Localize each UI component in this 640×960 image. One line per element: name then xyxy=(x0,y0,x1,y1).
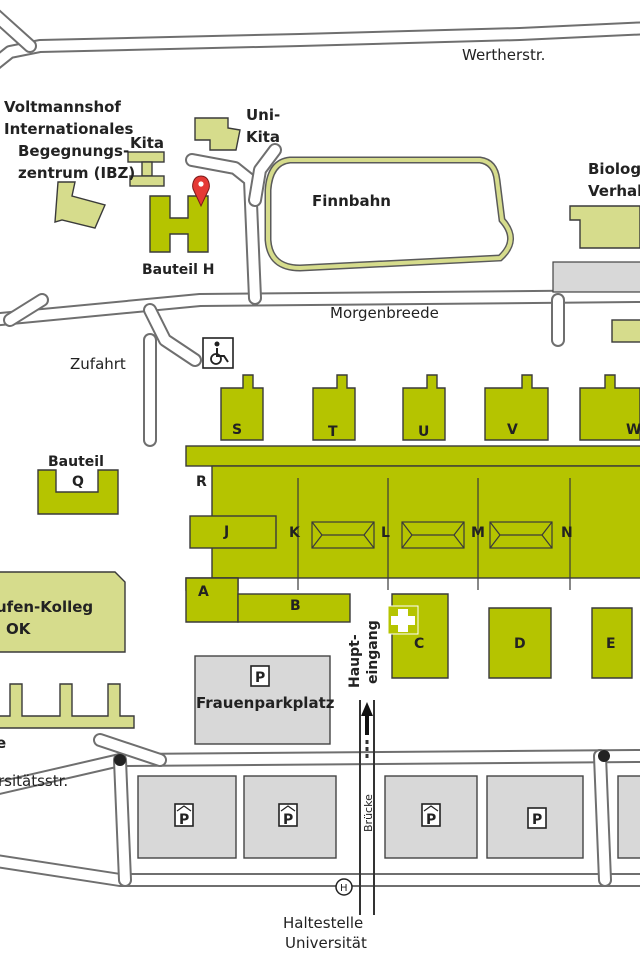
letter-k: K xyxy=(289,525,301,541)
street-zufahrt: Zufahrt xyxy=(70,355,126,373)
letter-d: D xyxy=(514,636,526,652)
street-morgenbreede: Morgenbreede xyxy=(330,304,439,322)
entrance-arrow-icon xyxy=(361,702,373,735)
label-frauenparkplatz: Frauenparkplatz xyxy=(196,694,335,712)
parking-letter: P xyxy=(283,812,293,828)
bus-stop-icon xyxy=(335,878,353,896)
parking-letter: P xyxy=(179,812,189,828)
parking-icon xyxy=(250,665,547,829)
label-kolleg-2: OK xyxy=(6,620,32,638)
label-cut-e: e xyxy=(0,734,6,752)
label-voltmannshof-1: Voltmannshof xyxy=(4,98,121,116)
label-haltestelle-2: Universität xyxy=(285,934,367,952)
label-haltestelle-1: Haltestelle xyxy=(283,914,363,932)
label-kolleg-1: ufen-Kolleg xyxy=(0,598,93,616)
map-pin-icon xyxy=(192,175,210,208)
letter-b: B xyxy=(290,598,301,614)
letter-c: C xyxy=(414,636,424,652)
light-buildings xyxy=(0,117,640,729)
letter-a: A xyxy=(198,584,209,600)
parking-letter: P xyxy=(426,812,436,828)
letter-n: N xyxy=(561,525,573,541)
label-bauteil-h: Bauteil H xyxy=(142,262,214,278)
label-voltmannshof-3: Begegnungs- xyxy=(18,142,129,160)
street-labels: Werther­str. Morgenbreede Zufahrt rsität… xyxy=(0,46,545,832)
label-finnbahn: Finnbahn xyxy=(312,192,391,210)
building-d xyxy=(488,607,552,679)
street-werther: Werther­str. xyxy=(462,46,545,64)
letter-j: J xyxy=(223,524,229,540)
street-bruecke: Brücke xyxy=(362,794,375,832)
label-bauteil-q-1: Bauteil xyxy=(48,454,104,470)
first-aid-cross-icon xyxy=(387,605,419,635)
wheelchair-icon xyxy=(202,337,234,369)
roads xyxy=(0,9,640,887)
building-r-strip xyxy=(185,445,640,467)
bus-stop-letter: H xyxy=(340,883,348,894)
building-e xyxy=(591,607,633,679)
building-v xyxy=(484,374,549,441)
label-unikita-2: Kita xyxy=(246,128,280,146)
unikita-building xyxy=(194,117,241,151)
biolog-parking xyxy=(552,261,640,293)
building-letters: S T U V W R J K L M N A B C D E xyxy=(196,422,640,652)
parking-letter: P xyxy=(532,812,542,828)
label-kita: Kita xyxy=(130,134,164,152)
letter-s: S xyxy=(232,422,242,438)
building-b xyxy=(237,593,351,623)
letter-r: R xyxy=(196,474,207,490)
label-biolog-2: Verhal xyxy=(588,182,640,200)
bauteil-h-building xyxy=(149,195,209,253)
finnbahn-track xyxy=(264,156,514,272)
bauteil-q-building xyxy=(37,469,119,515)
junction-dot-left xyxy=(114,754,126,766)
letter-u: U xyxy=(418,424,429,440)
light-block-right xyxy=(611,319,640,343)
main-building-complex xyxy=(185,374,640,679)
label-biolog-1: Biolog xyxy=(588,160,640,178)
building-a xyxy=(185,577,239,623)
letter-e: E xyxy=(606,636,616,652)
courtyard-roofs xyxy=(297,478,571,590)
label-voltmannshof-2: Internationales xyxy=(4,120,134,138)
label-voltmannshof-4: zentrum (IBZ) xyxy=(18,164,135,182)
building-j xyxy=(189,515,277,549)
label-unikita-1: Uni- xyxy=(246,106,280,124)
building-u xyxy=(402,374,446,441)
parking-letter: P xyxy=(255,670,265,686)
street-universitaet: rsitätsstr. xyxy=(0,772,68,790)
label-haupteingang-2: eingang xyxy=(365,620,381,684)
junction-dot-right xyxy=(598,750,610,762)
letter-v: V xyxy=(507,422,518,438)
letter-w: W xyxy=(626,422,640,438)
parking-garage-icon xyxy=(174,803,441,827)
place-labels: Voltmannshof Internationales Begegnungs-… xyxy=(0,98,640,952)
building-t xyxy=(312,374,356,441)
bridge-path xyxy=(359,700,375,915)
biolog-building xyxy=(569,205,640,249)
letter-m: M xyxy=(471,525,485,541)
label-haupteingang-1: Haupt- xyxy=(347,634,363,688)
building-w xyxy=(579,374,640,441)
label-bauteil-q-2: Q xyxy=(72,474,84,490)
voltmannshof-building xyxy=(54,181,106,229)
kolleg-building xyxy=(0,571,126,653)
building-s xyxy=(220,374,264,441)
bottom-left-building xyxy=(0,683,135,729)
sign-letters: P P P P P H xyxy=(179,670,542,894)
letter-t: T xyxy=(328,424,338,440)
kita-building-top xyxy=(127,151,165,163)
letter-l: L xyxy=(381,525,390,541)
